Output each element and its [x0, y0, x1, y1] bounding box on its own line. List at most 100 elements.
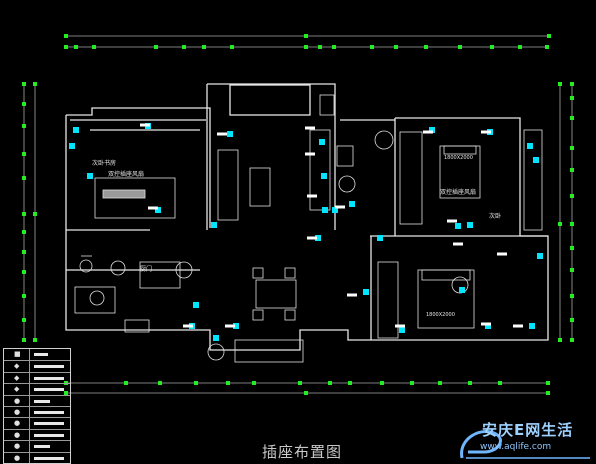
dimension-tick	[546, 391, 550, 395]
dimension-tick	[468, 381, 472, 385]
dimension-tick	[304, 34, 308, 38]
legend-text-bar	[34, 445, 50, 449]
dimension-tick	[194, 381, 198, 385]
dimension-tick	[22, 102, 26, 106]
dimension-tick	[570, 116, 574, 120]
socket-icon	[429, 127, 435, 133]
dimension-tick	[547, 34, 551, 38]
socket-tag	[395, 324, 405, 328]
dimension-tick	[370, 45, 374, 49]
socket-tag	[140, 123, 150, 127]
socket-icon	[321, 173, 327, 179]
socket-tag	[497, 252, 507, 256]
socket-tag	[481, 130, 491, 134]
dimension-tick	[348, 381, 352, 385]
watermark-brand: 安庆E网生活	[482, 421, 574, 439]
socket-icon: ◆	[14, 362, 20, 371]
socket-icon	[73, 127, 79, 133]
room-label-study-socket: 双控插座风扇	[108, 170, 144, 178]
socket-icon	[315, 235, 321, 241]
dimension-tick	[182, 45, 186, 49]
socket-icon	[529, 323, 535, 329]
watermark-url: www.aqlife.com	[480, 442, 552, 452]
legend-text-bar	[34, 353, 48, 356]
legend-text-bar	[34, 433, 64, 437]
socket-tag	[305, 152, 315, 156]
legend-text-bar	[34, 365, 64, 369]
furniture	[74, 94, 543, 363]
socket-icon	[155, 207, 161, 213]
socket-tag	[347, 293, 357, 297]
switch-icon: ●	[14, 442, 21, 451]
room-label-kitchen: 厨门	[140, 265, 152, 273]
dimension-tick	[570, 222, 574, 226]
dimension-tick	[202, 45, 206, 49]
legend-row: ◆	[4, 383, 70, 395]
dimension-tick	[546, 381, 550, 385]
socket-tag	[183, 324, 193, 328]
dimension-tick	[33, 338, 37, 342]
legend-text-bar	[34, 422, 64, 426]
dimension-tick	[74, 45, 78, 49]
socket-icon	[233, 323, 239, 329]
dimension-tick	[570, 268, 574, 272]
legend-table: ■◆◆◆●●●●●●	[3, 348, 71, 464]
socket-icon	[227, 131, 233, 137]
dimension-tick	[332, 45, 336, 49]
dimension-tick	[22, 270, 26, 274]
dimension-tick	[318, 45, 322, 49]
dimension-ticks	[22, 34, 574, 395]
socket-icon: ◆	[14, 385, 20, 394]
socket-tag	[423, 130, 433, 134]
dimension-tick	[158, 381, 162, 385]
room-label-second-bed-dim: 1800X2000	[426, 312, 455, 318]
dimension-tick	[380, 381, 384, 385]
dimension-tick	[22, 176, 26, 180]
dimension-tick	[22, 230, 26, 234]
room-label-study: 次卧书房	[92, 159, 116, 167]
dimension-tick	[230, 45, 234, 49]
dimension-tick	[570, 194, 574, 198]
socket-icon	[527, 143, 533, 149]
socket-icon	[332, 207, 338, 213]
socket-tag	[225, 324, 235, 328]
dimension-tick	[558, 222, 562, 226]
socket-tag	[453, 242, 463, 246]
legend-row: ●	[4, 394, 70, 407]
switch-icon: ●	[14, 408, 21, 416]
dimension-tick	[304, 45, 308, 49]
dimension-tick	[64, 391, 68, 395]
dimension-tick	[22, 338, 26, 342]
dimension-tick	[22, 250, 26, 254]
watermark-logo	[460, 430, 590, 459]
socket-icon	[213, 335, 219, 341]
socket-icon	[485, 323, 491, 329]
socket-icon	[459, 287, 465, 293]
socket-icon	[69, 143, 75, 149]
legend-row: ●	[4, 428, 70, 441]
room-label-master-bed-dim: 1800X2000	[444, 155, 473, 161]
dimension-tick	[570, 246, 574, 250]
dimension-tick	[410, 381, 414, 385]
dimension-tick	[570, 82, 574, 86]
socket-tag	[335, 205, 345, 209]
legend-text-bar	[34, 376, 64, 380]
legend-row: ●	[4, 440, 70, 452]
dimension-tick	[570, 168, 574, 172]
dimension-tick	[458, 45, 462, 49]
dimension-tick	[558, 338, 562, 342]
socket-tag	[447, 219, 457, 223]
dimension-tick	[92, 45, 96, 49]
socket-tag	[148, 206, 158, 210]
socket-icon	[537, 253, 543, 259]
dimension-tick	[252, 381, 256, 385]
socket-icon: ◆	[14, 373, 20, 382]
dimension-tick	[438, 381, 442, 385]
dimension-tick	[22, 152, 26, 156]
legend-row: ●	[4, 406, 70, 418]
dimension-tick	[570, 294, 574, 298]
socket-tag	[307, 194, 317, 198]
legend-row: ●	[4, 417, 70, 429]
dimension-tick	[558, 82, 562, 86]
legend-row: ◆	[4, 360, 70, 372]
